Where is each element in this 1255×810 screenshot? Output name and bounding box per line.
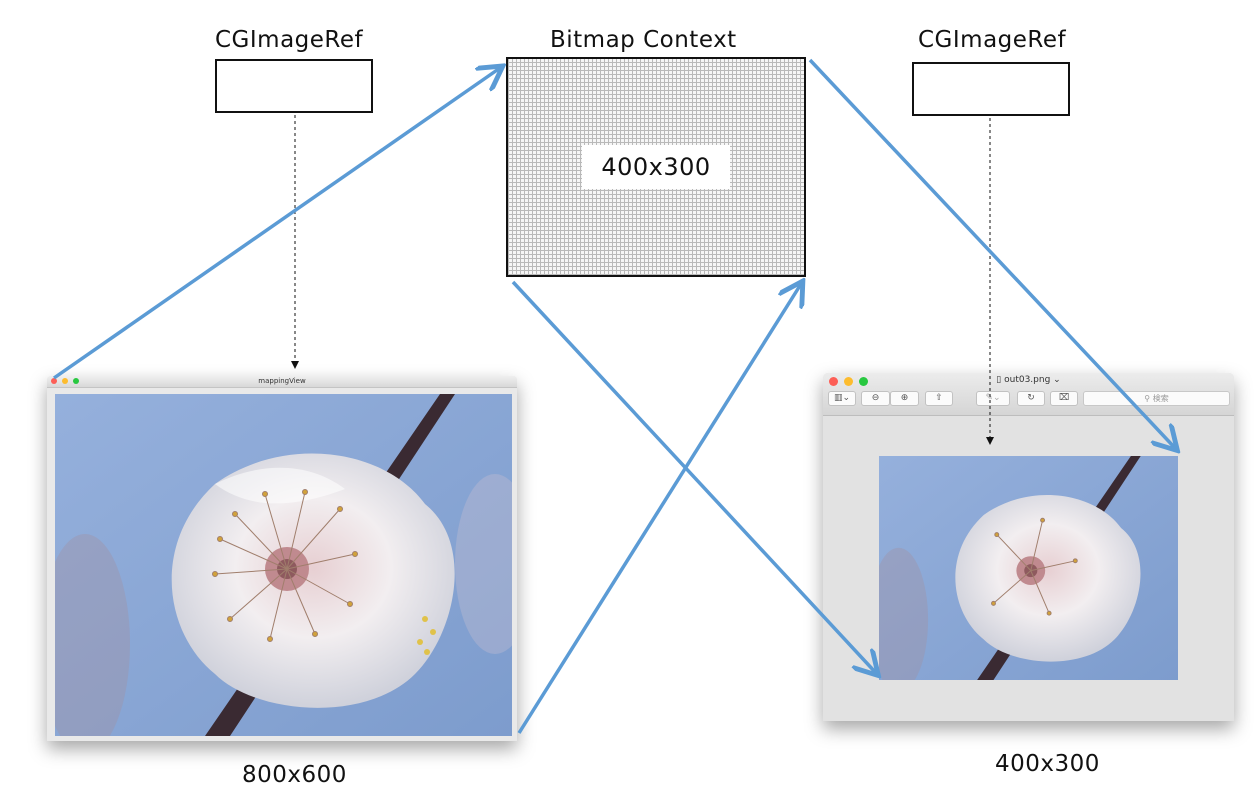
sidebar-icon: ▥⌄ [833,393,851,403]
source-window-title: mappingView [258,377,306,385]
sidebar-button[interactable]: ▥⌄ [828,391,856,406]
search-placeholder: 検索 [1152,394,1169,403]
output-window-filename: out03.png [1004,375,1051,385]
bitmap-context-label: Bitmap Context [550,27,737,53]
search-input[interactable]: ⚲ 検索 [1083,391,1230,406]
markup-button[interactable]: ✎⌄ [976,391,1010,406]
rotate-button[interactable]: ↻ [1017,391,1045,406]
chevron-down-icon[interactable]: ⌄ [1053,375,1061,385]
source-size-label: 800x600 [242,762,347,788]
zoom-in-icon: ⊕ [900,393,909,403]
blue-arrow-source-to-context-top [53,68,500,380]
zoom-icon[interactable] [73,378,79,384]
output-size-label: 400x300 [995,751,1100,777]
flower-photo-small [879,456,1178,680]
flower-photo-large [55,394,512,736]
zoom-in-button[interactable]: ⊕ [890,391,919,406]
minimize-icon[interactable] [844,377,853,386]
output-window-title: ▯ out03.png ⌄ [823,375,1234,385]
search-icon: ⚲ [1144,394,1151,403]
right-cgimageref-label: CGImageRef [918,27,1067,53]
close-icon[interactable] [51,378,57,384]
left-cgimageref-label: CGImageRef [215,27,364,53]
rotate-icon: ↻ [1027,393,1035,403]
blue-arrow-context-to-output-top [808,58,1175,448]
toolbox-icon: ⌧ [1058,393,1070,403]
output-window: ▯ out03.png ⌄ ▥⌄ ⊖ ⊕ ⇧ ✎⌄ ↻ ⌧ ⚲ 検索 [823,373,1234,721]
bitmap-context-size: 400x300 [582,145,730,189]
document-icon: ▯ [996,375,1002,385]
share-button[interactable]: ⇧ [925,391,953,406]
source-window: mappingView [47,376,517,741]
left-cgimageref-box [215,59,373,113]
blue-arrow-source-to-context-bottom [517,284,801,734]
toolbox-button[interactable]: ⌧ [1050,391,1078,406]
source-window-titlebar: mappingView [47,376,517,388]
share-icon: ⇧ [935,393,943,403]
zoom-out-button[interactable]: ⊖ [861,391,890,406]
minimize-icon[interactable] [62,378,68,384]
markup-pen-icon: ✎⌄ [985,393,1001,403]
close-icon[interactable] [829,377,838,386]
output-window-toolbar: ▯ out03.png ⌄ ▥⌄ ⊖ ⊕ ⇧ ✎⌄ ↻ ⌧ ⚲ 検索 [823,373,1234,416]
right-cgimageref-box [912,62,1070,116]
zoom-icon[interactable] [859,377,868,386]
zoom-out-icon: ⊖ [871,393,880,403]
blue-arrow-context-to-output-bottom [511,280,876,673]
